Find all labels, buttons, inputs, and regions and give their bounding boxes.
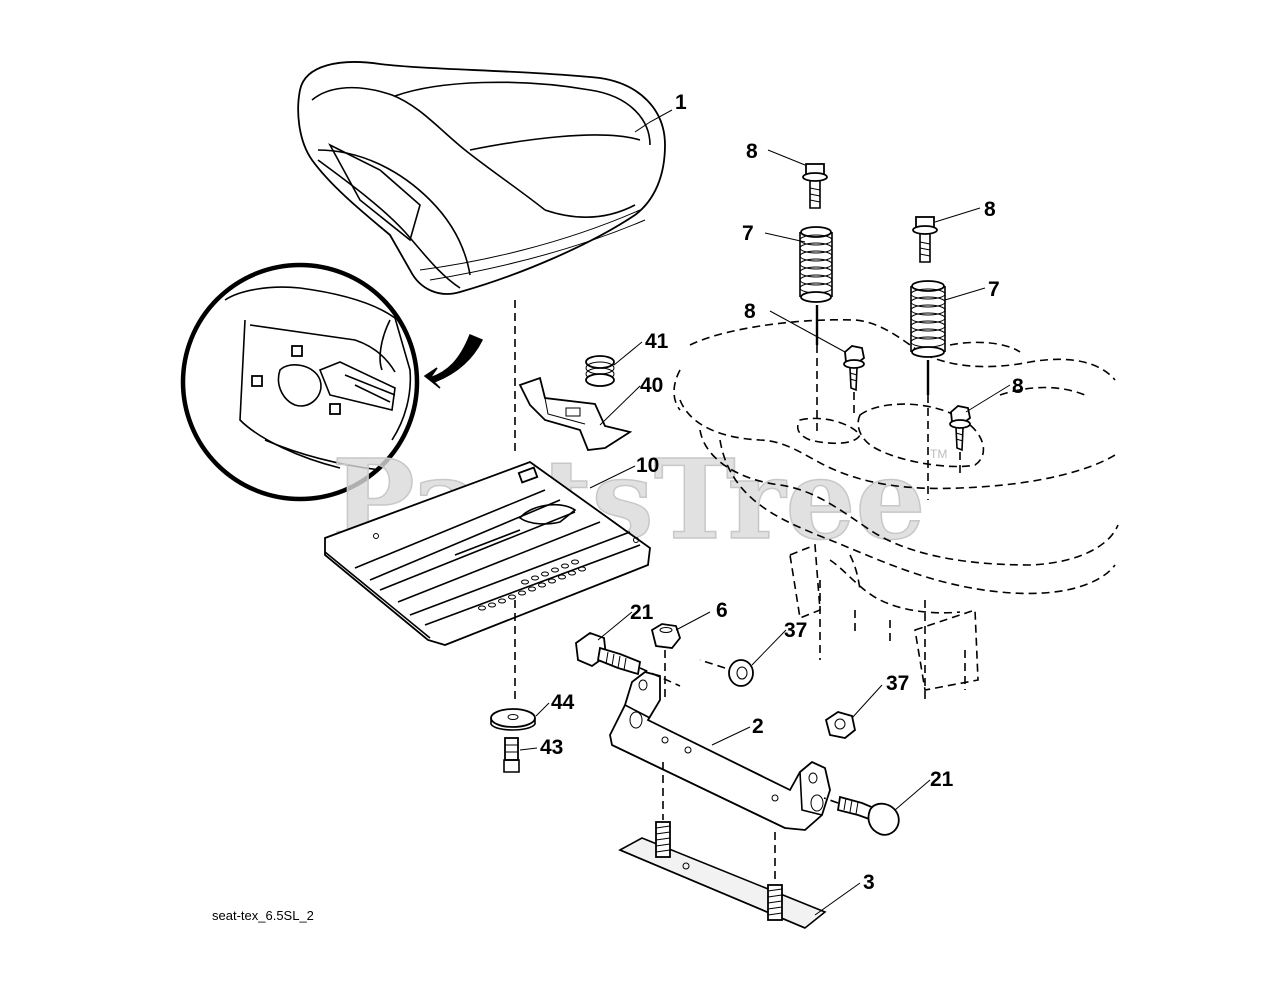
callout-40: 40 xyxy=(640,374,663,397)
nut-37-upper-line xyxy=(699,659,726,669)
seat-pan-part-10[interactable] xyxy=(324,460,651,646)
callout-8-upper-right: 8 xyxy=(984,198,996,221)
bolt-part-43[interactable] xyxy=(503,737,520,773)
callout-6: 6 xyxy=(716,599,728,622)
callout-41: 41 xyxy=(645,330,669,353)
bolt-part-21-left[interactable] xyxy=(575,631,642,676)
plate-part-3[interactable] xyxy=(618,837,827,929)
detail-arrow xyxy=(423,334,484,389)
seat-part[interactable] xyxy=(297,61,666,295)
detail-magnifier xyxy=(180,262,420,502)
spring-part-41[interactable] xyxy=(585,355,615,387)
plate-stud-left xyxy=(655,821,671,858)
callout-1: 1 xyxy=(675,91,687,114)
spring-part-7-left[interactable] xyxy=(799,226,833,303)
callout-37-lower: 37 xyxy=(886,672,909,695)
nut-part-37-lower[interactable] xyxy=(824,711,856,739)
callout-8-upper-left: 8 xyxy=(746,140,758,163)
callout-7-right: 7 xyxy=(988,278,1000,301)
bolt-part-8-lower-left[interactable] xyxy=(843,345,865,392)
watermark-trademark: TM xyxy=(930,447,947,461)
bolt-21-left-line xyxy=(639,667,681,687)
callout-37-upper: 37 xyxy=(784,619,807,642)
callout-3: 3 xyxy=(863,871,875,894)
washer-part-44[interactable] xyxy=(490,708,536,731)
spring-part-7-right[interactable] xyxy=(910,280,946,358)
callout-8-lower-left: 8 xyxy=(744,300,756,323)
callout-44: 44 xyxy=(551,691,575,714)
bolt-21-right-line xyxy=(823,797,839,804)
leader-lines xyxy=(519,109,1011,916)
drawing-caption: seat-tex_6.5SL_2 xyxy=(212,908,314,923)
bolt-part-8-lower-right[interactable] xyxy=(949,405,971,452)
seat-pan-adjust-slots xyxy=(478,559,586,611)
callout-21-right: 21 xyxy=(930,768,954,791)
bolt-part-8-upper-right[interactable] xyxy=(912,216,938,263)
callout-21-left: 21 xyxy=(630,601,654,624)
bracket-part-2[interactable] xyxy=(609,671,831,831)
plate-stud-right xyxy=(767,884,783,921)
bolt-part-8-upper-left[interactable] xyxy=(802,163,828,209)
callout-10: 10 xyxy=(636,454,659,477)
nut-part-37-upper[interactable] xyxy=(728,659,754,687)
callout-2: 2 xyxy=(752,715,764,738)
bolt-part-21-right[interactable] xyxy=(836,795,900,836)
callout-43: 43 xyxy=(540,736,563,759)
nut-part-6[interactable] xyxy=(650,623,682,649)
bracket-part-40[interactable] xyxy=(518,376,633,451)
callout-8-lower-right: 8 xyxy=(1012,375,1024,398)
callout-7-left: 7 xyxy=(742,222,754,245)
